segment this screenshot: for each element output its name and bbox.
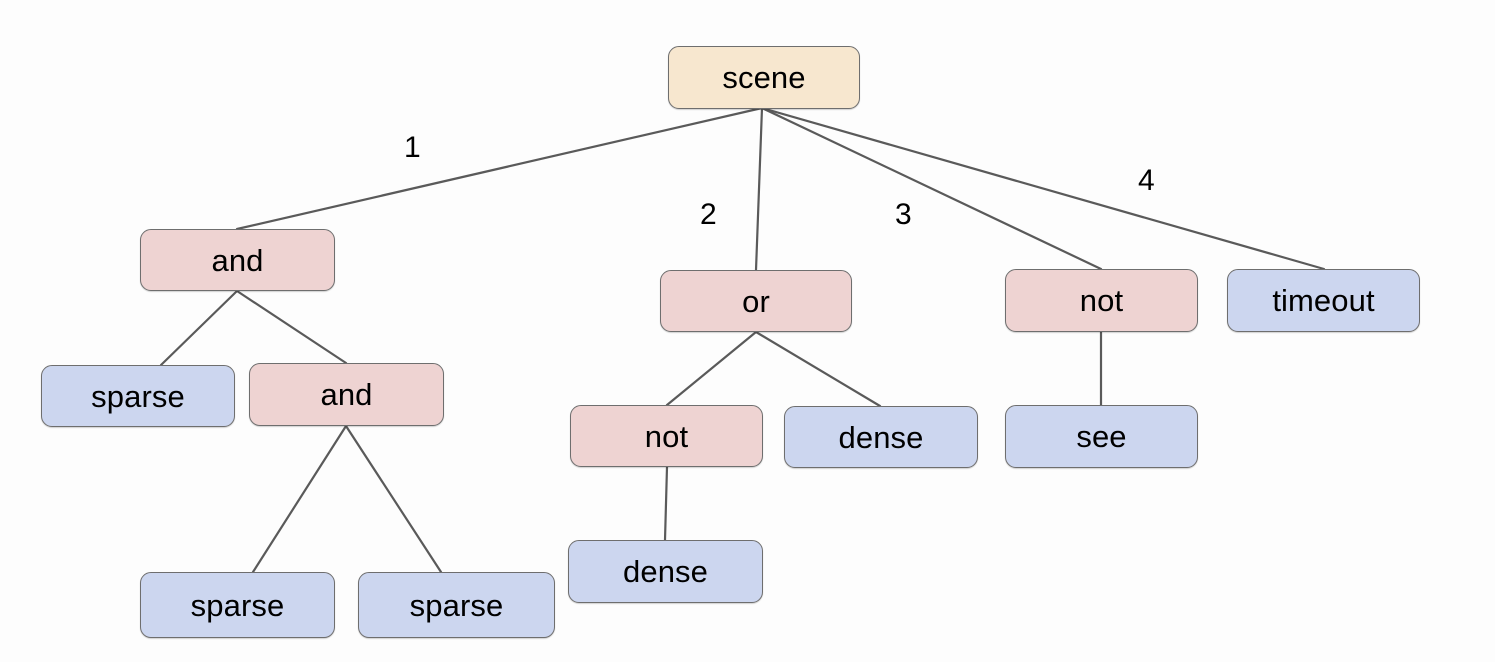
node-timeout1[interactable]: timeout [1227,269,1420,332]
edge-or1-to-dense1 [754,330,882,408]
edge-label-3: 3 [895,198,912,231]
node-see1[interactable]: see [1005,405,1198,468]
node-sparse3[interactable]: sparse [358,572,555,638]
node-and1[interactable]: and [140,229,335,291]
node-dense2[interactable]: dense [568,540,763,603]
edge-scene-to-not1 [760,106,1103,271]
edge-and2-to-sparse3 [344,424,443,574]
node-and2[interactable]: and [249,363,444,426]
edge-label-2: 2 [700,198,717,231]
edge-and1-to-and2 [235,289,348,365]
edge-label-4: 4 [1138,164,1155,197]
edge-and2-to-sparse2 [251,424,348,574]
edge-and1-to-sparse1 [159,289,239,367]
node-not1[interactable]: not [1005,269,1198,332]
edge-scene-to-or1 [754,106,764,272]
node-scene[interactable]: scene [668,46,860,109]
edge-scene-to-timeout1 [760,106,1326,271]
edge-label-1: 1 [404,131,421,164]
node-not2[interactable]: not [570,405,763,467]
node-sparse1[interactable]: sparse [41,365,235,427]
node-sparse2[interactable]: sparse [140,572,335,638]
edge-not2-to-dense2 [663,465,669,542]
node-dense1[interactable]: dense [784,406,978,468]
edge-or1-to-not2 [665,330,758,407]
edge-scene-to-and1 [235,106,764,231]
node-or1[interactable]: or [660,270,852,332]
